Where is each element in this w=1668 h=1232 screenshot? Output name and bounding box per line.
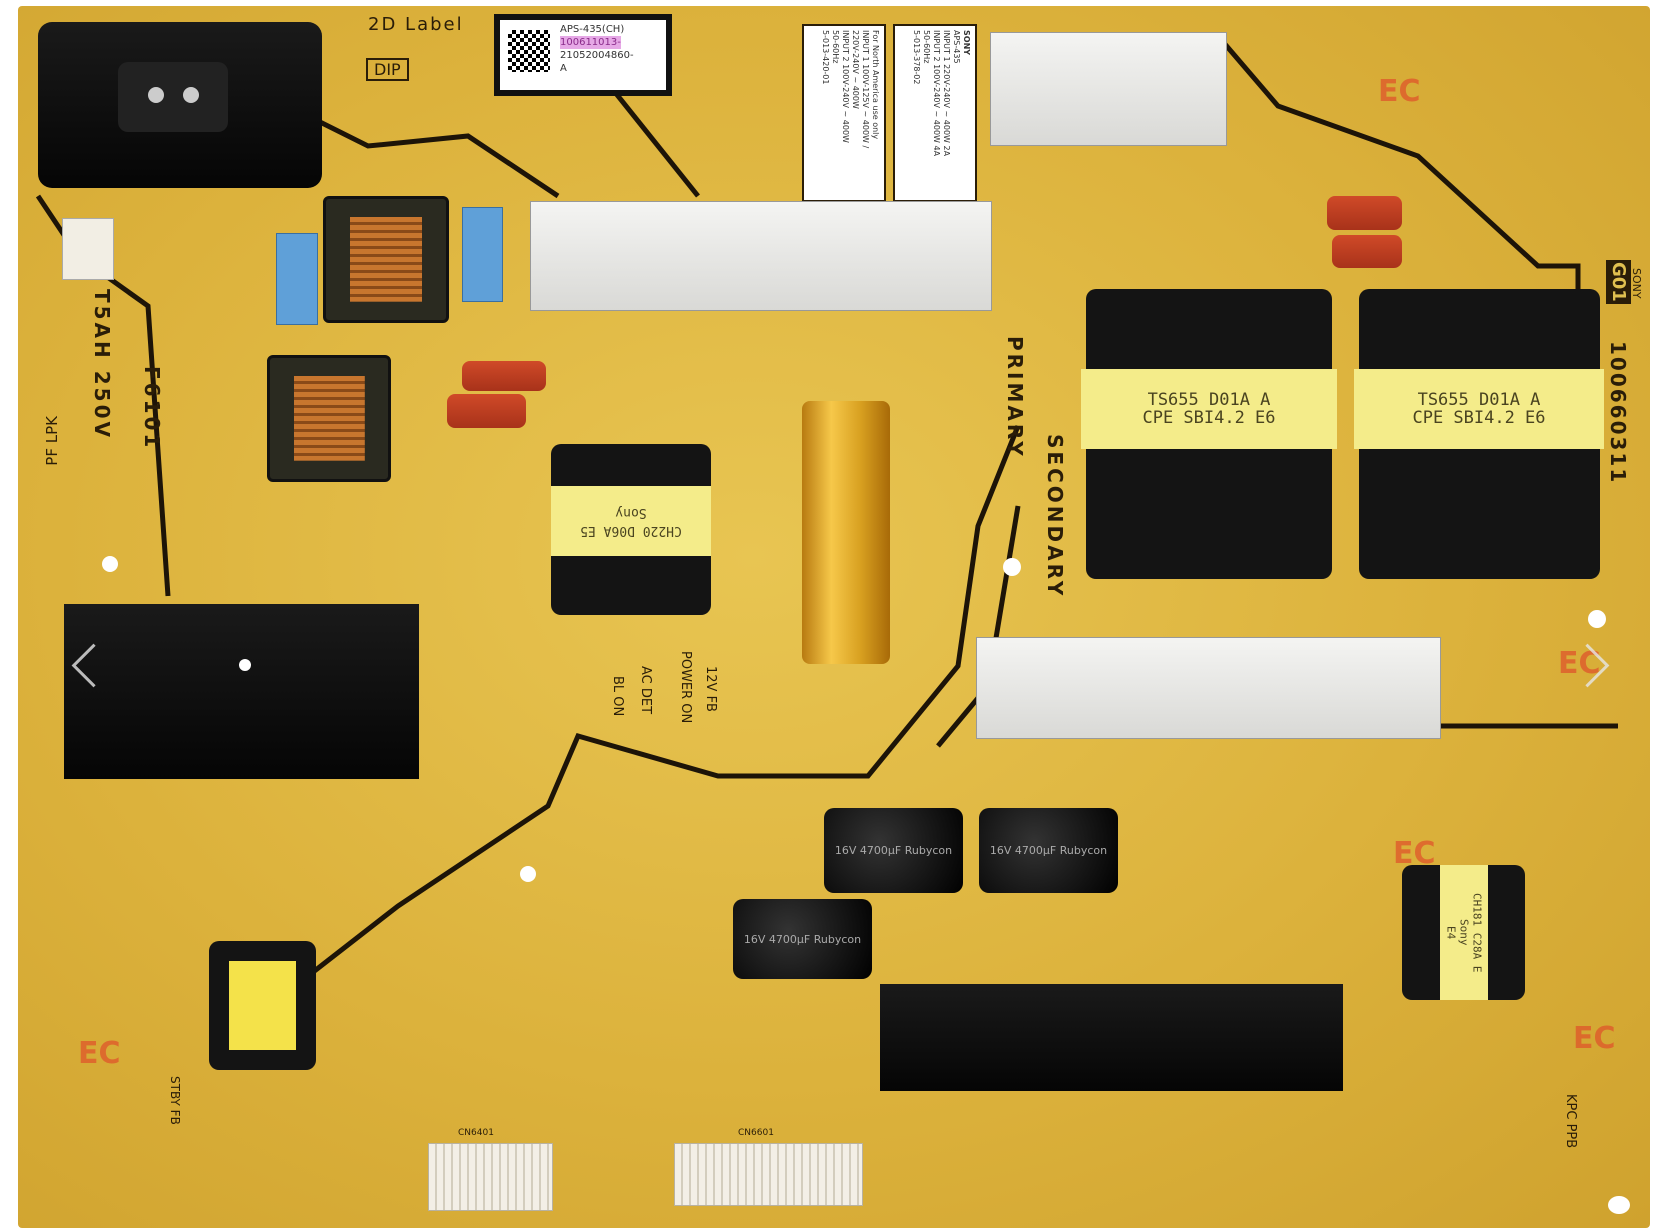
stby-fb-marking: STBY FB — [168, 1076, 182, 1125]
fuse-rating: T5AH 250V — [90, 289, 114, 440]
mounting-hole — [520, 866, 536, 882]
ec-mark: EC — [1558, 646, 1601, 681]
connector-cn6601 — [674, 1143, 863, 1206]
heatsink-secondary — [976, 637, 1441, 739]
film-capacitor — [1332, 235, 1402, 268]
bulk-capacitor — [802, 401, 890, 664]
connector-cn6401-label: CN6401 — [458, 1128, 494, 1138]
dip-marking: DIP — [366, 58, 409, 81]
g-code-badge: G01 — [1606, 260, 1631, 304]
signal-12v-fb: 12V FB — [703, 666, 718, 712]
ec-mark: EC — [1393, 836, 1436, 871]
signal-bl-on: BL ON — [610, 676, 625, 717]
ec-mark: EC — [1378, 74, 1421, 109]
mounting-hole — [1608, 1196, 1630, 1214]
connector-cn6401 — [428, 1143, 553, 1211]
heatsink-black-left — [64, 604, 419, 779]
film-capacitor — [1327, 196, 1402, 230]
sticker-model: APS-435(CH) — [560, 24, 625, 35]
common-mode-choke — [323, 196, 449, 323]
common-mode-choke — [267, 355, 391, 482]
serial-sticker: APS-435(CH) 100611013- 21052004860- A — [494, 14, 672, 96]
connector-cn6601-label: CN6601 — [738, 1128, 774, 1138]
primary-marking: PRIMARY — [1003, 336, 1027, 459]
mounting-hole — [1588, 610, 1606, 628]
ec-mark: EC — [78, 1036, 121, 1071]
qr-code — [508, 30, 550, 72]
signal-ac-det: AC DET — [638, 666, 653, 715]
electrolytic-capacitor: 16V 4700µF Rubycon — [979, 808, 1118, 893]
film-capacitor — [462, 361, 546, 391]
transformer-small — [209, 941, 316, 1070]
brand-marking: SONY — [1630, 268, 1643, 299]
kpc-marking: KPC PPB — [1563, 1094, 1578, 1149]
x-capacitor — [276, 233, 318, 325]
heatsink-primary — [530, 201, 992, 311]
pf-lpk-marking: PF LPK — [43, 416, 61, 466]
2d-label-text: 2D Label — [368, 14, 464, 35]
mounting-hole — [1003, 558, 1021, 576]
electrolytic-capacitor: 16V 4700µF Rubycon — [824, 808, 963, 893]
ec-mark: EC — [1573, 1021, 1616, 1056]
secondary-marking: SECONDARY — [1043, 434, 1067, 599]
signal-power-on: POWER ON — [678, 651, 693, 724]
electrolytic-capacitor: 16V 4700µF Rubycon — [733, 899, 872, 979]
heatsink-black-bottom — [880, 984, 1343, 1091]
x-capacitor — [462, 207, 503, 302]
ac-inlet — [38, 22, 322, 188]
fuse-ref: F6101 — [140, 366, 164, 451]
sticker-serial: 21052004860- — [560, 50, 634, 61]
pcb-board: 2D Label DIP APS-435(CH) 100611013- 2105… — [18, 6, 1650, 1228]
sticker-part: 100611013- — [560, 36, 621, 49]
sticker-rev: A — [560, 63, 567, 74]
film-capacitor — [447, 394, 526, 428]
mounting-hole — [102, 556, 118, 572]
connector-small — [62, 218, 114, 280]
board-number: 100660311 — [1606, 341, 1630, 485]
heatsink-top — [990, 32, 1227, 146]
